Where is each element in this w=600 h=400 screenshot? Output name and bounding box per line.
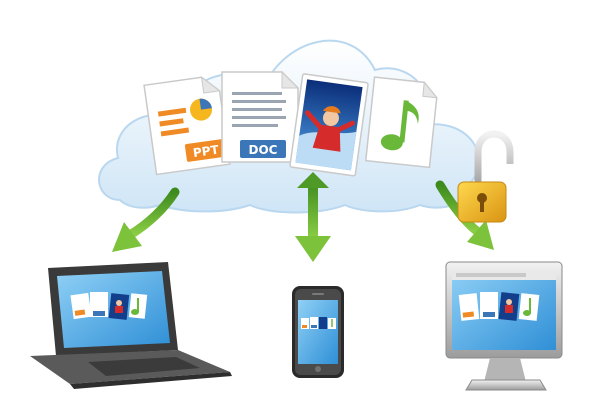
photo-icon [289, 73, 369, 177]
doc-badge [240, 140, 286, 158]
doc-file-icon: DOC [221, 70, 300, 163]
lock-icon [457, 130, 514, 223]
ppt-label: PPT [192, 143, 220, 161]
sync-arrow-phone [295, 172, 331, 262]
ppt-badge [184, 138, 227, 162]
monitor-screen-files [458, 292, 540, 321]
music-note-icon [380, 100, 419, 151]
music-file-icon [364, 76, 438, 169]
laptop [30, 262, 232, 389]
doc-label: DOC [249, 143, 278, 157]
ppt-file-icon: PPT [143, 76, 231, 176]
sync-arrow-laptop [112, 187, 180, 252]
smartphone [292, 286, 344, 378]
phone-screen-files [301, 317, 336, 329]
desktop-monitor [445, 261, 563, 391]
laptop-screen-files [70, 292, 148, 320]
